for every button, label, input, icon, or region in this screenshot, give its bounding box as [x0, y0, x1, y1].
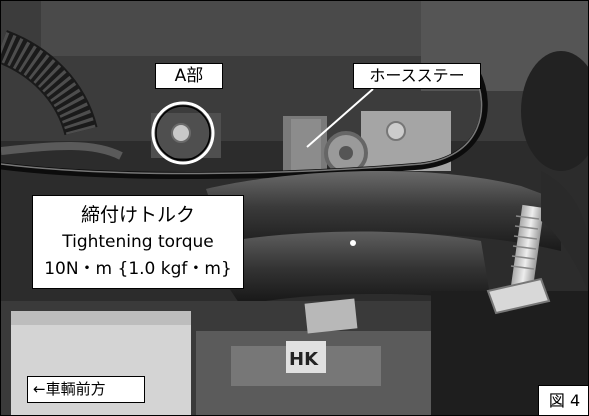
thin-hose-highlight: [1, 70, 483, 175]
hose-marker-dot: [350, 240, 356, 246]
right-hose: [541, 171, 588, 291]
wire-harness: [1, 142, 123, 160]
part-a-highlight-circle-inner: [155, 105, 211, 161]
torque-box: 締付けトルク Tightening torque 10N・m {1.0 kgf・…: [32, 195, 244, 289]
vehicle-front-direction-label: ←車輌前方: [27, 376, 145, 403]
hose-stay-leader-line: [306, 88, 374, 148]
part-a-bolt: [171, 123, 191, 143]
hose-stay-callout: ホースステー: [353, 63, 481, 89]
torque-title-ja: 締付けトルク: [80, 204, 195, 226]
part-a-callout: A部: [155, 63, 223, 89]
corrugated-tube-ribs: [1, 31, 96, 136]
stud-threads: [510, 215, 540, 270]
upper-radiator-hose: [206, 171, 561, 251]
torque-value: 10N・m {1.0 kgf・m}: [44, 259, 232, 279]
torque-title-en: Tightening torque: [62, 232, 214, 252]
stud-nut: [486, 277, 551, 315]
pulley-hub: [339, 146, 353, 160]
part-a-highlight-circle: [151, 101, 215, 165]
bolt-head-right: [386, 121, 406, 141]
battery-brand-mark: HK: [289, 349, 319, 370]
thin-hose: [1, 69, 488, 179]
right-hose-blob: [521, 51, 588, 171]
hold-down-plate: [304, 298, 358, 334]
front-panel-shadow: [11, 311, 191, 325]
figure-number-label: 図 4: [538, 385, 588, 415]
lower-radiator-hose: [201, 231, 491, 306]
bracket-face: [291, 119, 321, 179]
battery-label: [286, 341, 326, 373]
top-cover: [41, 1, 421, 56]
